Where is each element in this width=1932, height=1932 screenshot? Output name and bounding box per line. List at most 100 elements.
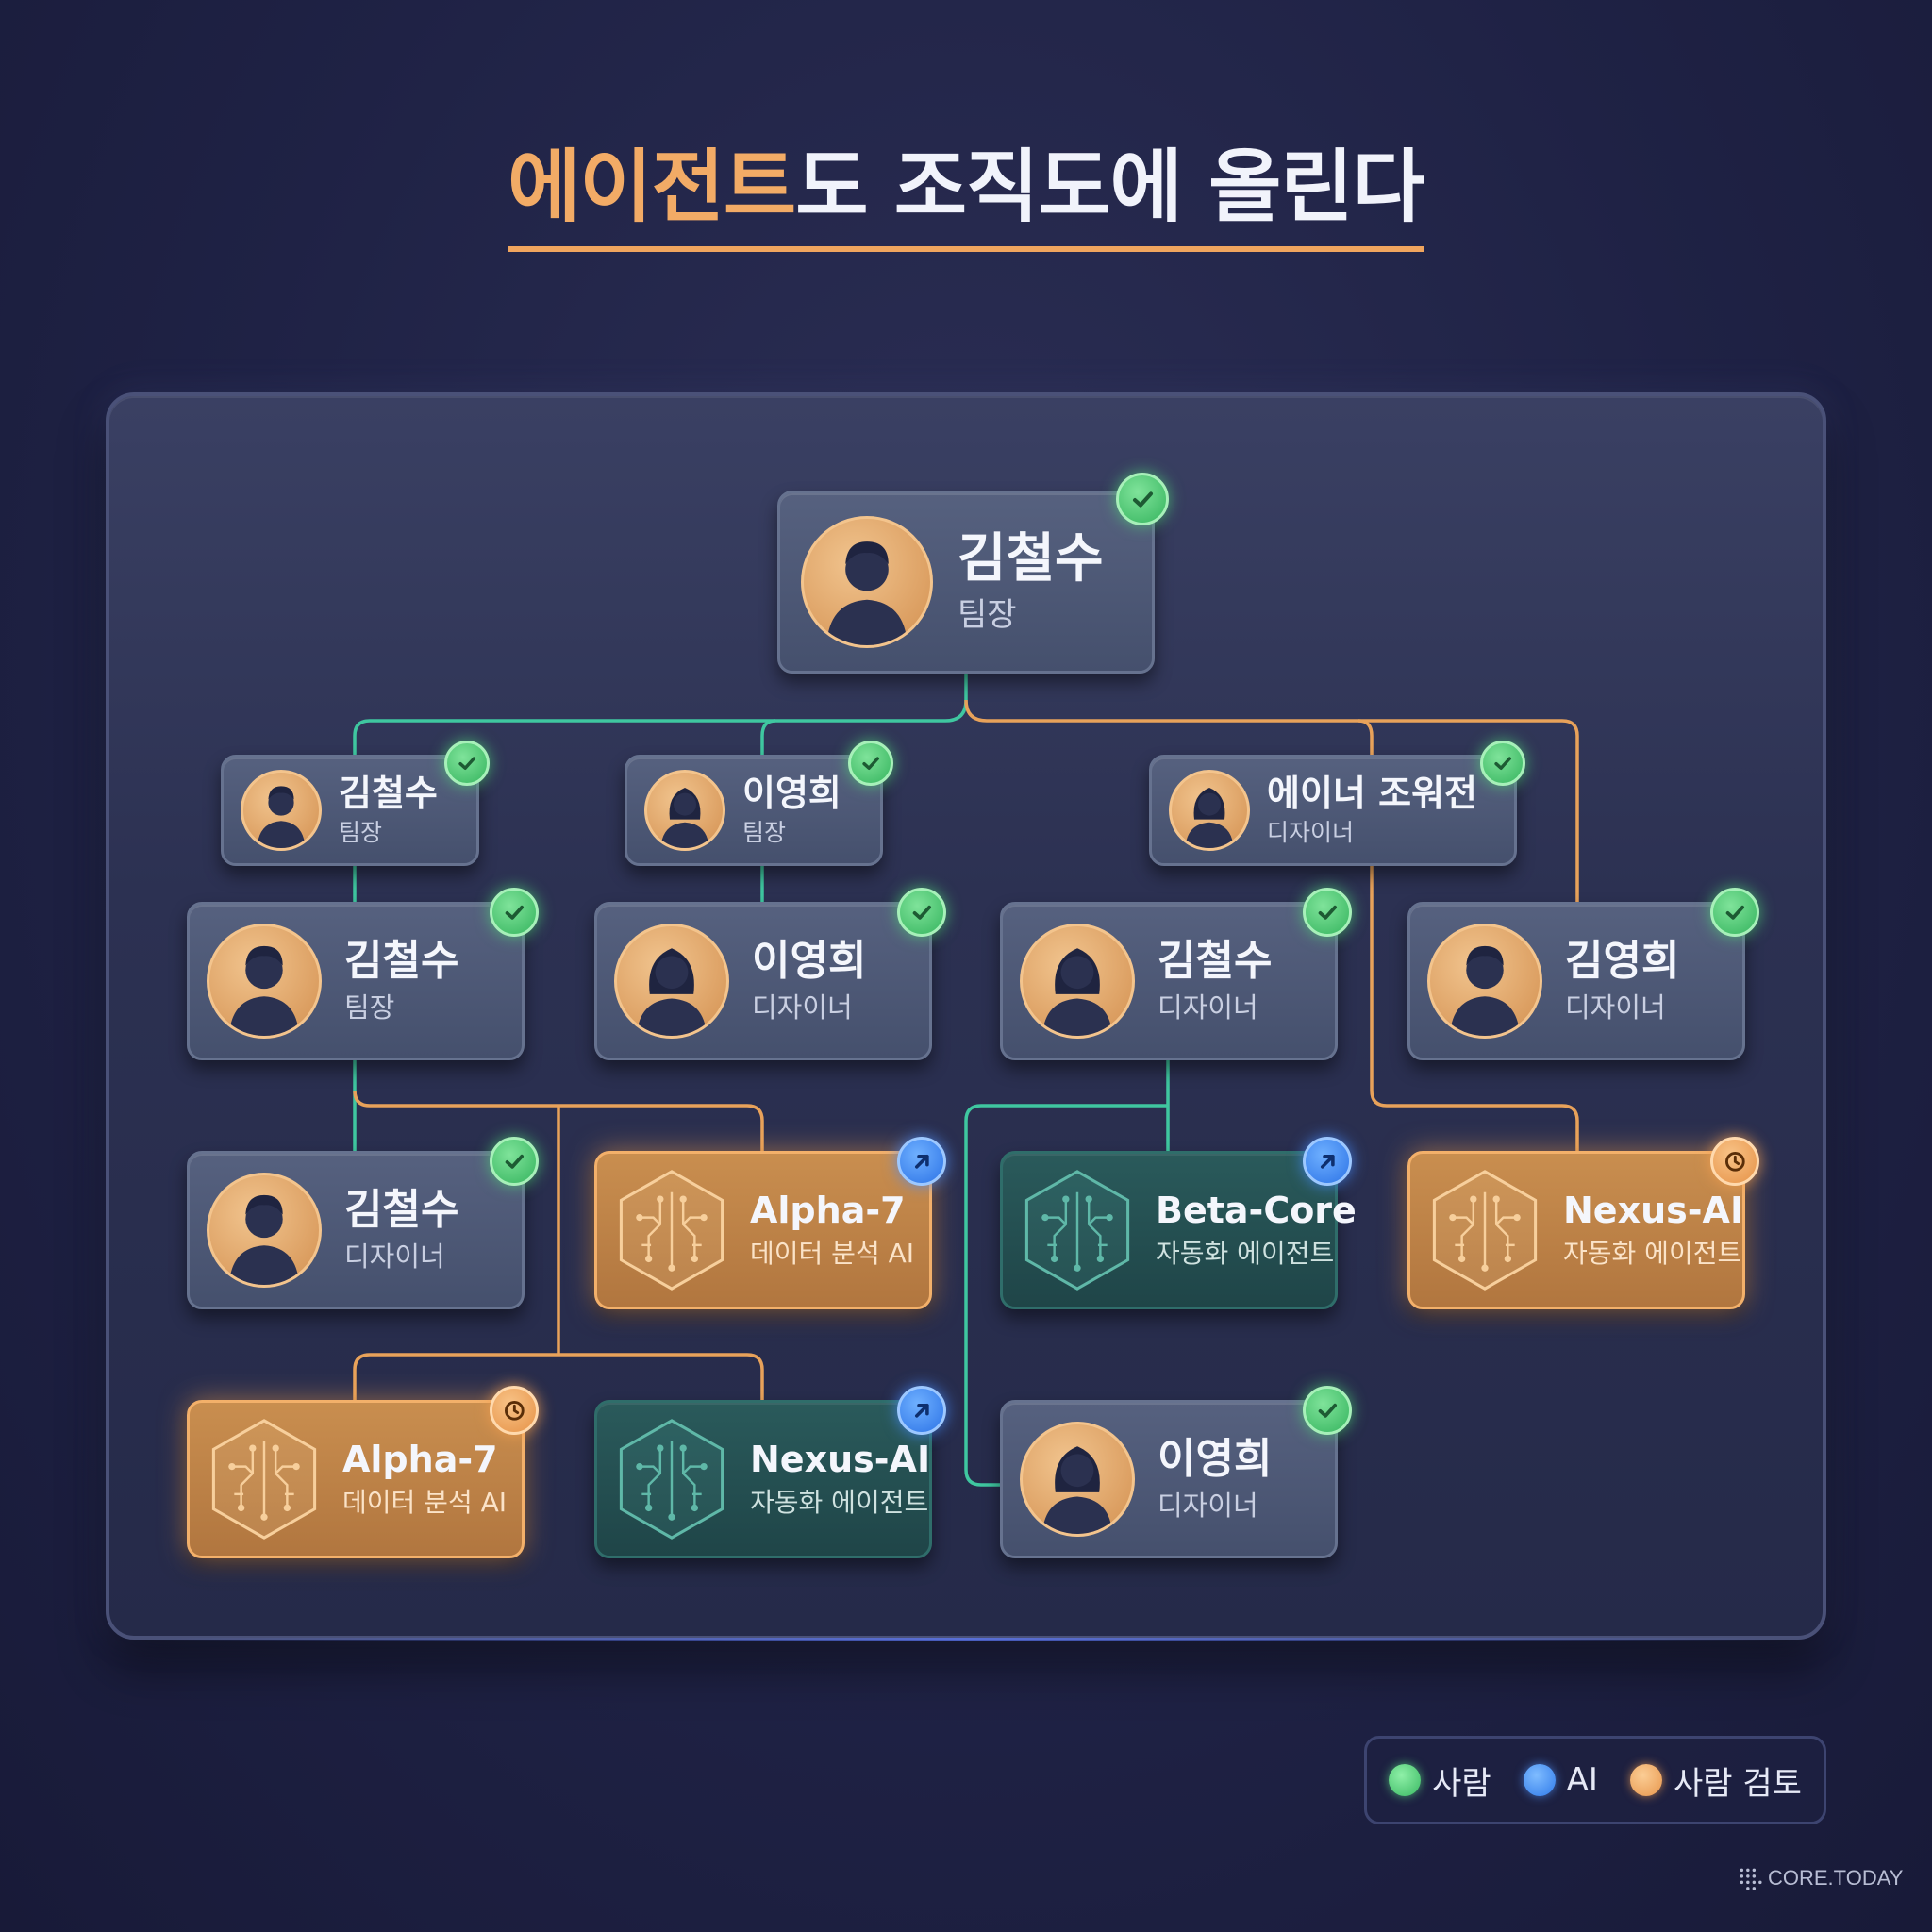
node-info: 이영희 디자이너 <box>752 938 866 1024</box>
node-l3a[interactable]: 김철수 팀장 <box>187 888 539 1060</box>
check-icon <box>444 741 490 786</box>
node-role: 자동화 에이전트 <box>750 1487 929 1519</box>
node-l3d[interactable]: 김영희 디자이너 <box>1407 888 1759 1060</box>
node-l5a[interactable]: Alpha-7 데이터 분석 AI <box>187 1386 539 1558</box>
node-l3b[interactable]: 이영희 디자이너 <box>594 888 946 1060</box>
node-l2b[interactable]: 이영희 팀장 <box>625 741 893 866</box>
legend-item-ai: AI <box>1523 1761 1598 1799</box>
node-role: 팀장 <box>958 595 1017 634</box>
avatar-female <box>644 770 725 851</box>
clock-icon <box>490 1386 539 1435</box>
check-icon <box>848 741 893 786</box>
node-name: 이영희 <box>1158 1435 1273 1484</box>
avatar-male <box>207 924 322 1039</box>
avatar-female <box>1169 770 1250 851</box>
node-info: Alpha-7 데이터 분석 AI <box>750 1191 914 1269</box>
node-info: 이영희 팀장 <box>742 773 841 847</box>
avatar-female <box>1020 924 1135 1039</box>
node-l2a[interactable]: 김철수 팀장 <box>221 741 490 866</box>
ai-chip-icon <box>1020 1167 1135 1293</box>
check-icon <box>490 888 539 937</box>
ai-chip-icon <box>207 1416 322 1542</box>
node-l4a[interactable]: 김철수 디자이너 <box>187 1137 539 1309</box>
avatar-female <box>1020 1422 1135 1537</box>
ai-chip-icon <box>614 1416 729 1542</box>
node-info: 김영희 디자이너 <box>1565 938 1679 1024</box>
node-name: Nexus-AI <box>750 1439 931 1481</box>
ai-chip-icon <box>614 1167 729 1293</box>
node-l3c[interactable]: 김철수 디자이너 <box>1000 888 1352 1060</box>
ai-chip-icon <box>1427 1167 1542 1293</box>
arrow-icon <box>897 1137 946 1186</box>
page-title: 에이전트도 조직도에 올린다 <box>508 141 1425 252</box>
node-role: 디자이너 <box>752 991 853 1024</box>
node-role: 디자이너 <box>1565 991 1666 1024</box>
legend: 사람 AI 사람 검토 <box>1364 1736 1826 1824</box>
node-role: 디자이너 <box>1158 1489 1258 1522</box>
node-info: Nexus-AI 자동화 에이전트 <box>750 1440 930 1518</box>
node-l5b[interactable]: Nexus-AI 자동화 에이전트 <box>594 1386 946 1558</box>
avatar-male <box>241 770 322 851</box>
node-info: 김철수 팀장 <box>339 773 438 847</box>
node-role: 자동화 에이전트 <box>1156 1238 1335 1270</box>
legend-label: 사람 <box>1432 1764 1491 1803</box>
check-icon <box>490 1137 539 1186</box>
node-role: 팀장 <box>339 818 383 846</box>
node-role: 팀장 <box>742 818 787 846</box>
node-role: 데이터 분석 AI <box>750 1238 915 1270</box>
node-l4c[interactable]: Beta-Core 자동화 에이전트 <box>1000 1137 1357 1309</box>
arrow-icon <box>897 1386 946 1435</box>
node-info: 김철수 디자이너 <box>1158 938 1272 1024</box>
node-role: 팀장 <box>344 991 395 1024</box>
check-icon <box>1480 741 1525 786</box>
node-l5c[interactable]: 이영희 디자이너 <box>1000 1386 1352 1558</box>
legend-label: 사람 검토 <box>1673 1764 1802 1803</box>
node-info: 이영희 디자이너 <box>1158 1436 1272 1522</box>
node-role: 디자이너 <box>1158 991 1258 1024</box>
check-icon <box>1710 888 1759 937</box>
avatar-male <box>801 516 933 648</box>
brand-logo: CORE.TODAY <box>1738 1866 1903 1890</box>
brand-dots-icon <box>1740 1868 1762 1890</box>
check-icon <box>1303 888 1352 937</box>
node-info: 김철수 팀장 <box>958 529 1104 634</box>
brand-text: CORE.TODAY <box>1768 1866 1904 1890</box>
node-name: 이영희 <box>752 937 867 986</box>
legend-item-human-review: 사람 검토 <box>1629 1757 1802 1804</box>
legend-label: AI <box>1566 1761 1598 1799</box>
orange-dot-icon <box>1629 1764 1662 1796</box>
avatar-male <box>1427 924 1542 1039</box>
node-role: 자동화 에이전트 <box>1563 1238 1742 1270</box>
node-info: 에이너 조워전 디자이너 <box>1267 773 1477 847</box>
node-info: Alpha-7 데이터 분석 AI <box>342 1440 507 1518</box>
node-info: 김철수 디자이너 <box>344 1187 458 1273</box>
clock-icon <box>1710 1137 1759 1186</box>
avatar-female <box>614 924 729 1039</box>
node-name: Alpha-7 <box>750 1190 906 1232</box>
node-info: Nexus-AI 자동화 에이전트 <box>1563 1191 1743 1269</box>
node-name: 에이너 조워전 <box>1267 773 1477 815</box>
title-wrap: 에이전트도 조직도에 올린다 <box>0 142 1932 252</box>
node-name: 김영희 <box>1565 937 1680 986</box>
title-highlight: 에이전트 <box>508 141 796 233</box>
node-l4b[interactable]: Alpha-7 데이터 분석 AI <box>594 1137 946 1309</box>
avatar-male <box>207 1173 322 1288</box>
node-name: 김철수 <box>958 528 1104 591</box>
check-icon <box>1303 1386 1352 1435</box>
node-name: 이영희 <box>742 773 841 815</box>
title-rest: 도 조직도에 올린다 <box>795 141 1425 233</box>
blue-dot-icon <box>1523 1764 1556 1796</box>
node-name: Beta-Core <box>1156 1190 1357 1232</box>
node-info: Beta-Core 자동화 에이전트 <box>1156 1191 1357 1269</box>
node-name: 김철수 <box>339 773 438 815</box>
node-l4d[interactable]: Nexus-AI 자동화 에이전트 <box>1407 1137 1759 1309</box>
node-name: Alpha-7 <box>342 1439 498 1481</box>
node-l2c[interactable]: 에이너 조워전 디자이너 <box>1149 741 1525 866</box>
node-name: 김철수 <box>344 1186 459 1235</box>
node-role: 디자이너 <box>1267 818 1355 846</box>
check-icon <box>897 888 946 937</box>
node-root[interactable]: 김철수 팀장 <box>777 473 1169 674</box>
node-role: 데이터 분석 AI <box>342 1487 508 1519</box>
node-name: 김철수 <box>344 937 459 986</box>
node-info: 김철수 팀장 <box>344 938 458 1024</box>
